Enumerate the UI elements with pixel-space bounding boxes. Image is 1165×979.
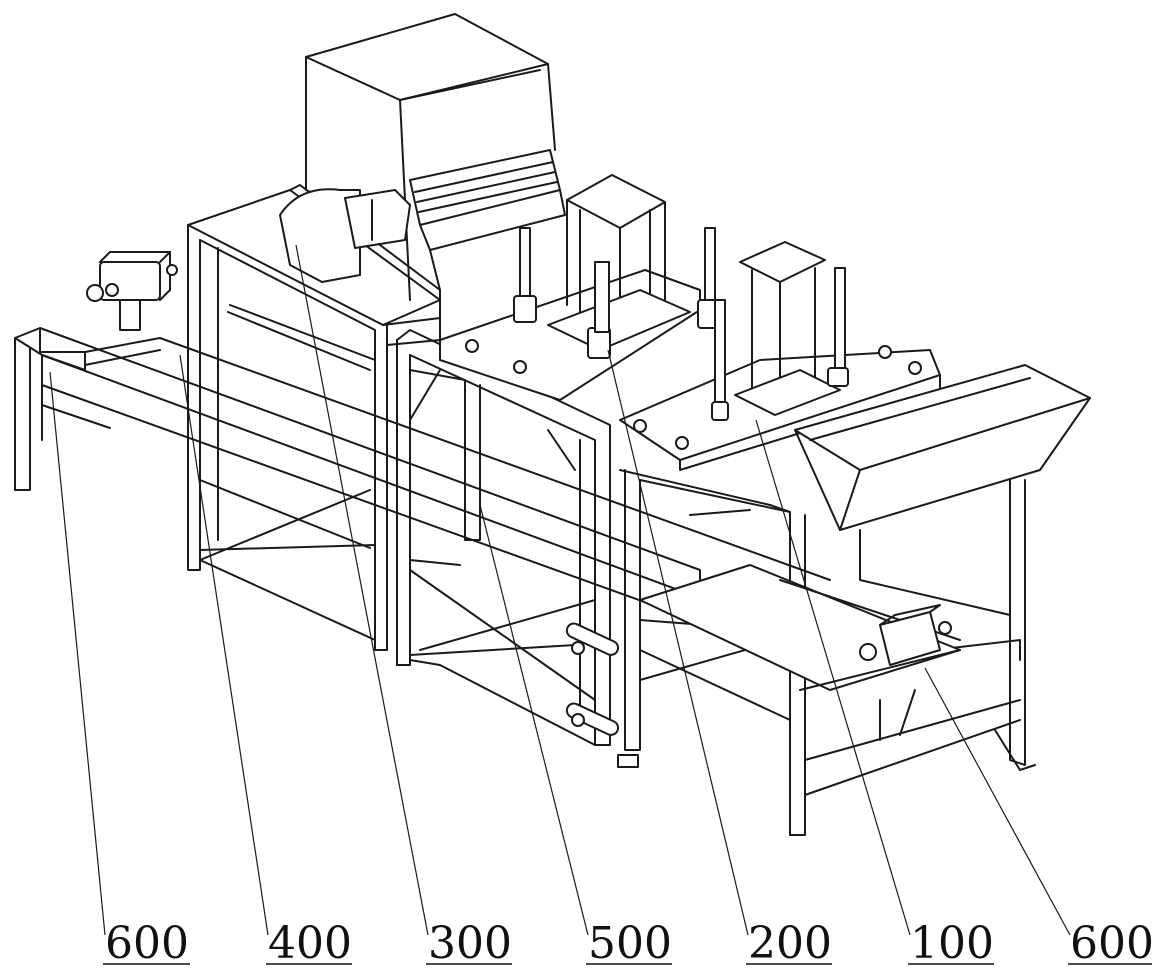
label-500: 500: [588, 918, 672, 969]
right-frame: [619, 469, 1036, 836]
left-conveyor-motor: [86, 251, 178, 331]
label-300: 300: [428, 918, 512, 969]
drive-chain: [565, 622, 639, 768]
hopper-motor: [279, 188, 411, 283]
label-100: 100: [910, 918, 994, 969]
right-conveyor-motor: [859, 604, 952, 666]
label-200: 200: [748, 918, 832, 969]
label-400: 400: [268, 918, 352, 969]
cylinder-100: [711, 241, 849, 421]
cylinder-200: [513, 174, 723, 359]
output-hopper: [794, 364, 1091, 531]
label-600-right: 600: [1070, 918, 1154, 969]
leader-lines: [49, 244, 1071, 936]
label-600-left: 600: [105, 918, 189, 969]
reference-labels: 600 400 300 500 200 100 600: [103, 918, 1154, 969]
